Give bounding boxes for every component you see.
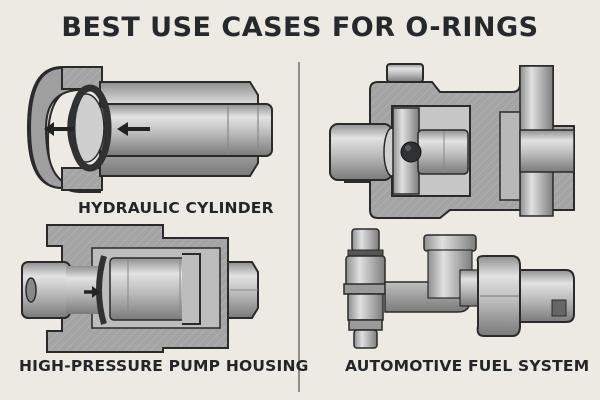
vertical-divider — [298, 62, 300, 392]
arrow-left-icon — [117, 122, 150, 136]
o-ring-icon — [400, 141, 422, 163]
caption-hydraulic-cylinder: HYDRAULIC CYLINDER — [78, 199, 274, 217]
pump-housing-illustration — [21, 224, 259, 353]
o-ring-icon — [96, 255, 107, 325]
valve-fitting-illustration — [329, 63, 575, 219]
page-title: BEST USE CASES FOR O-RINGS — [61, 12, 539, 43]
arrow-right-icon — [84, 286, 100, 298]
caption-pump-housing: HIGH-PRESSURE PUMP HOUSING — [19, 357, 309, 375]
hydraulic-cylinder-illustration — [26, 66, 273, 193]
caption-fuel-system: AUTOMOTIVE FUEL SYSTEM — [345, 357, 590, 375]
fuel-system-illustration — [343, 228, 575, 349]
arrow-left-icon — [44, 122, 74, 136]
